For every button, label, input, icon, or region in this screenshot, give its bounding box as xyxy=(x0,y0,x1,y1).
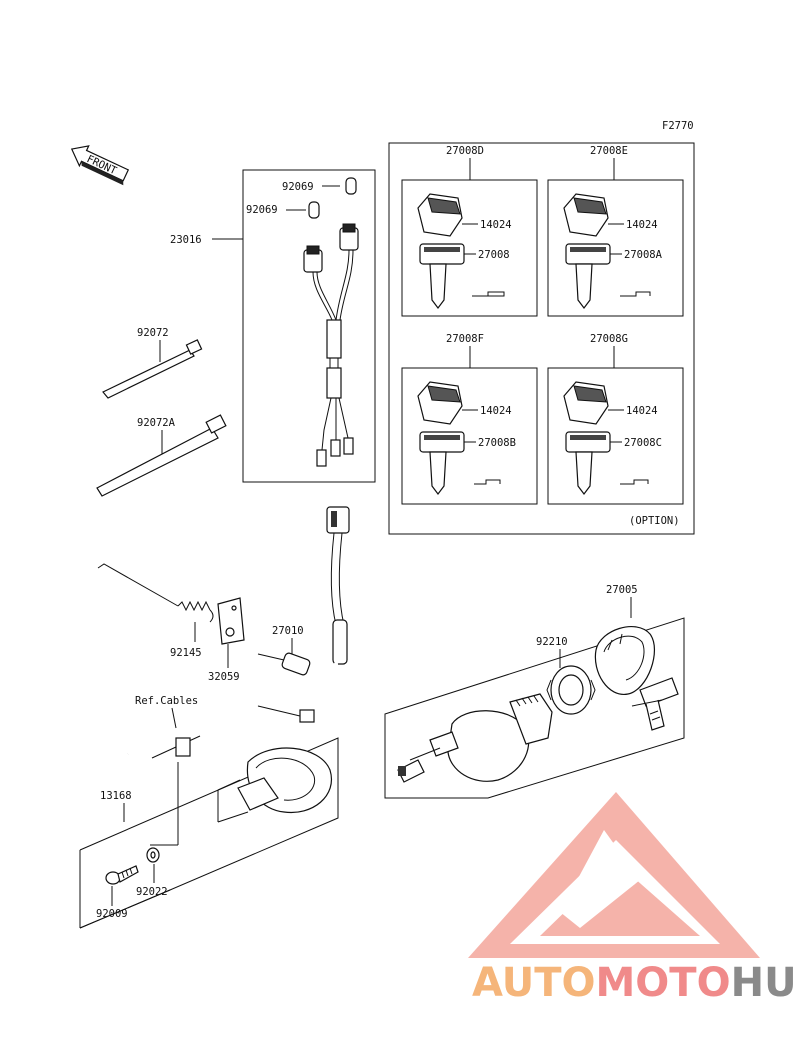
label-32059: 32059 xyxy=(208,671,240,683)
cable-tie-wide-icon xyxy=(96,414,227,497)
wiring-harness-icon xyxy=(303,223,359,467)
figure-code: F2770 xyxy=(662,120,694,132)
cable-tie-icon xyxy=(102,339,203,399)
label-14024-g: 14024 xyxy=(626,405,658,417)
key-blade-icon xyxy=(565,431,611,495)
label-92069-b: 92069 xyxy=(246,204,278,216)
label-92210: 92210 xyxy=(536,636,568,648)
label-92145: 92145 xyxy=(170,647,202,659)
label-14024-e: 14024 xyxy=(626,219,658,231)
label-27008E: 27008E xyxy=(590,145,628,157)
label-14024-d: 14024 xyxy=(480,219,512,231)
bracket-icon xyxy=(217,597,245,645)
key-blade-icon xyxy=(565,243,611,309)
watermark-moto: MOTO xyxy=(596,960,731,1006)
label-27008G: 27008G xyxy=(590,333,628,345)
watermark-logo-icon xyxy=(468,792,760,958)
label-14024-f: 14024 xyxy=(480,405,512,417)
option-label: (OPTION) xyxy=(629,515,680,527)
key-set-e-box xyxy=(547,179,684,317)
ignition-switch-icon xyxy=(397,693,553,783)
label-27005: 27005 xyxy=(606,584,638,596)
washer-icon xyxy=(146,847,160,863)
label-13168: 13168 xyxy=(100,790,132,802)
label-92072A: 92072A xyxy=(137,417,176,429)
key-knob-icon xyxy=(563,381,609,425)
ignition-cap-icon xyxy=(594,625,655,695)
key-cut-icon xyxy=(620,479,649,485)
cable-icon xyxy=(127,704,315,759)
watermark-hub: HUB xyxy=(731,960,800,1006)
label-27010: 27010 xyxy=(272,625,304,637)
harness-box xyxy=(242,169,376,483)
key-blade-icon xyxy=(419,431,465,495)
watermark-auto: AUTO xyxy=(472,960,596,1006)
label-27008B: 27008B xyxy=(478,437,516,449)
key-cut-icon xyxy=(474,479,501,485)
key-set-d-box xyxy=(401,179,538,317)
key-knob-icon xyxy=(417,193,463,237)
label-92022: 92022 xyxy=(136,886,168,898)
ignition-keys-icon xyxy=(631,677,679,731)
key-set-g-box xyxy=(547,367,684,505)
stop-switch-icon xyxy=(257,506,350,686)
key-cut-icon xyxy=(620,291,651,297)
key-knob-icon xyxy=(563,193,609,237)
key-set-f-box xyxy=(401,367,538,505)
option-keys-box xyxy=(388,142,695,535)
label-92069-a: 92069 xyxy=(282,181,314,193)
label-92009: 92009 xyxy=(96,908,128,920)
label-27008C: 27008C xyxy=(624,437,662,449)
screw-icon xyxy=(105,865,139,885)
key-cut-icon xyxy=(472,291,505,297)
cap-icon xyxy=(308,177,357,219)
watermark-text: AUTOMOTOHUB xyxy=(472,960,800,1006)
label-27008A: 27008A xyxy=(624,249,663,261)
label-27008: 27008 xyxy=(478,249,510,261)
front-arrow-icon: FRONT xyxy=(70,145,130,186)
spring-rod-icon xyxy=(97,563,214,623)
label-92072: 92072 xyxy=(137,327,169,339)
ref-cables-label: Ref.Cables xyxy=(135,695,198,707)
switch-housing-icon xyxy=(217,747,333,823)
nut-icon xyxy=(546,665,596,715)
label-23016: 23016 xyxy=(170,234,202,246)
label-27008F: 27008F xyxy=(446,333,484,345)
key-blade-icon xyxy=(419,243,465,309)
label-27008D: 27008D xyxy=(446,145,484,157)
key-knob-icon xyxy=(417,381,463,425)
